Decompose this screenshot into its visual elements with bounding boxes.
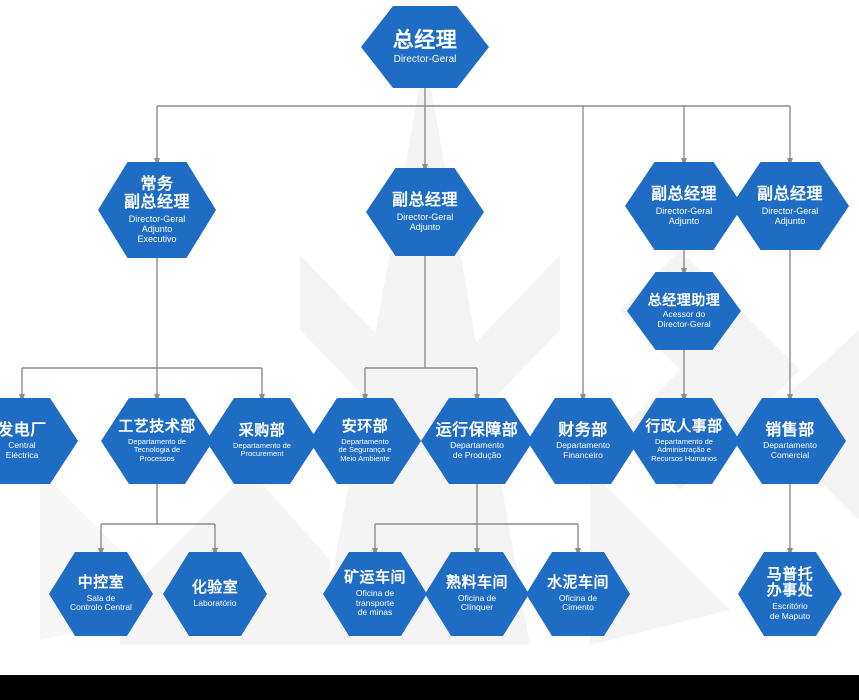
node-label-pt: Director-Geral Adjunto: [655, 205, 713, 226]
node-label-zh: 工艺技术部: [118, 418, 196, 436]
node-clinker-workshop[interactable]: 熟料车间 Oficina de Clínquer: [425, 552, 529, 636]
node-label-zh: 副总经理: [756, 185, 823, 203]
node-process-technology-department[interactable]: 工艺技术部 Departamento de Tecnologia de Proc…: [101, 398, 213, 484]
node-label-pt: Director-Geral Adjunto: [761, 205, 819, 226]
node-mine-transport-workshop[interactable]: 矿运车间 Oficina de transporte de minas: [323, 552, 427, 636]
node-label-zh: 矿运车间: [343, 569, 406, 587]
node-safety-environment-department[interactable]: 安环部 Departamento de Segurança e Meio Amb…: [309, 398, 421, 484]
node-label-zh: 副总经理: [650, 185, 717, 203]
node-label-zh: 运行保障部: [435, 421, 519, 439]
node-label-pt: Director-Geral: [393, 54, 457, 66]
node-label-pt: Escritório de Maputo: [769, 601, 811, 621]
node-label-pt: Departamento de Procurement: [233, 441, 291, 459]
node-label-zh: 采购部: [238, 422, 286, 440]
node-deputy-general-manager-operations[interactable]: 副总经理 Director-Geral Adjunto: [366, 168, 484, 256]
node-deputy-general-manager-executive[interactable]: 常务 副总经理 Director-Geral Adjunto Executivo: [98, 162, 216, 258]
node-power-plant[interactable]: 发电厂 Central Eléctrica: [0, 398, 78, 484]
node-label-zh: 化验室: [191, 578, 239, 596]
node-label-zh: 马普托 办事处: [766, 565, 814, 600]
node-label-zh: 财务部: [558, 421, 608, 439]
node-label-pt: Departamento Comercial: [763, 440, 817, 460]
node-label-zh: 副总经理: [391, 191, 458, 209]
node-label-pt: Director-Geral Adjunto Executivo: [128, 213, 186, 244]
node-label-pt: Sala de Controlo Central: [70, 592, 132, 613]
node-deputy-general-manager-admin[interactable]: 副总经理 Director-Geral Adjunto: [625, 162, 743, 250]
node-production-department[interactable]: 运行保障部 Departamento de Produção: [421, 398, 533, 484]
node-procurement-department[interactable]: 采购部 Departamento de Procurement: [206, 398, 318, 484]
node-label-pt: Acessor do Director-Geral: [657, 309, 711, 329]
node-laboratory[interactable]: 化验室 Laboratório: [163, 552, 267, 636]
node-label-zh: 销售部: [765, 421, 815, 439]
node-maputo-office[interactable]: 马普托 办事处 Escritório de Maputo: [738, 552, 842, 636]
node-central-control-room[interactable]: 中控室 Sala de Controlo Central: [49, 552, 153, 636]
node-deputy-general-manager-sales[interactable]: 副总经理 Director-Geral Adjunto: [731, 162, 849, 250]
node-label-zh: 熟料车间: [445, 574, 508, 592]
node-label-zh: 常务 副总经理: [123, 175, 190, 211]
node-label-pt: Departamento de Produção: [450, 440, 504, 460]
node-label-pt: Director-Geral Adjunto: [396, 211, 454, 232]
node-label-pt: Oficina de transporte de minas: [355, 588, 395, 618]
node-label-zh: 行政人事部: [645, 418, 723, 436]
node-administration-hr-department[interactable]: 行政人事部 Departamento de Administração e Re…: [628, 398, 740, 484]
node-label-pt: Laboratório: [193, 597, 237, 608]
bottom-black-bar: [0, 675, 859, 700]
node-label-pt: Departamento Financeiro: [556, 440, 610, 460]
node-director-geral[interactable]: 总经理 Director-Geral: [361, 6, 489, 88]
node-label-pt: Oficina de Clínquer: [457, 592, 497, 613]
node-label-pt: Oficina de Cimento: [558, 592, 598, 613]
node-label-pt: Departamento de Tecnologia de Processos: [128, 436, 186, 463]
node-label-zh: 总经理: [392, 28, 458, 52]
node-finance-department[interactable]: 财务部 Departamento Financeiro: [527, 398, 639, 484]
node-label-pt: Departamento de Segurança e Meio Ambient…: [338, 436, 392, 463]
node-label-zh: 安环部: [341, 418, 389, 436]
node-general-manager-assistant[interactable]: 总经理助理 Acessor do Director-Geral: [627, 272, 741, 350]
node-sales-department[interactable]: 销售部 Departamento Comercial: [734, 398, 846, 484]
node-label-pt: Central Eléctrica: [5, 440, 39, 460]
node-label-zh: 水泥车间: [546, 574, 609, 592]
node-label-zh: 总经理助理: [647, 291, 721, 308]
node-cement-workshop[interactable]: 水泥车间 Oficina de Cimento: [526, 552, 630, 636]
node-label-zh: 中控室: [77, 574, 125, 592]
node-label-pt: Departamento de Administração e Recursos…: [651, 436, 717, 463]
node-label-zh: 发电厂: [0, 421, 47, 439]
